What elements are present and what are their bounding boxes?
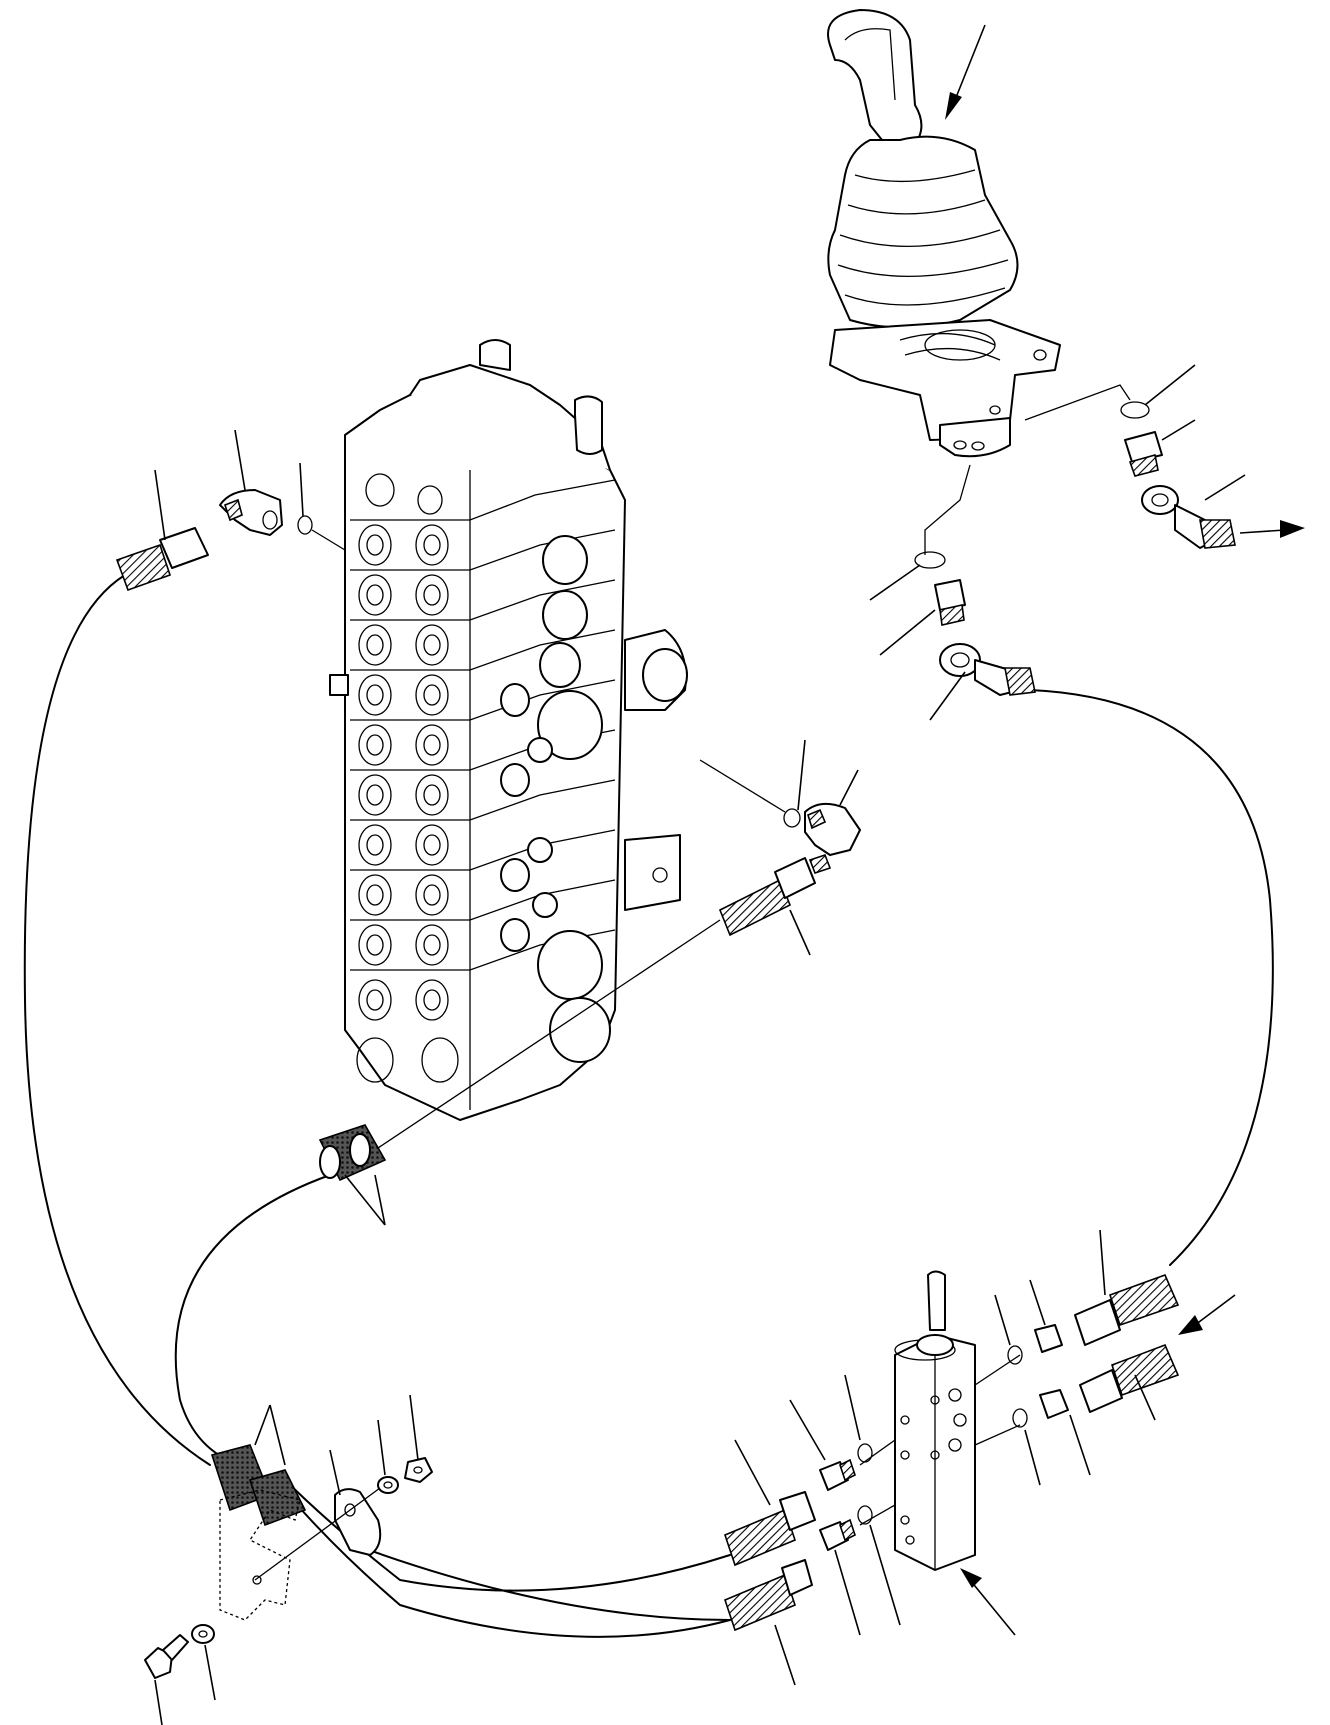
elbow-fitting-mid bbox=[804, 802, 861, 856]
joystick-port-lines bbox=[924, 384, 1131, 555]
port-line-upper bbox=[859, 1439, 896, 1466]
elbow-fitting-left bbox=[219, 489, 283, 536]
o-ring-right-upper bbox=[1007, 1345, 1023, 1365]
nipple-right-lower bbox=[1039, 1389, 1069, 1419]
nut-clamp bbox=[404, 1457, 433, 1483]
o-ring-left bbox=[297, 515, 346, 551]
joystick-lever bbox=[827, 9, 1061, 458]
leader-coupler-b bbox=[374, 1174, 386, 1226]
adapter-right-upper bbox=[1074, 1273, 1180, 1346]
hoses bbox=[23, 574, 1274, 1638]
adapter-top-right bbox=[1124, 431, 1163, 477]
selector-valve bbox=[894, 1270, 1016, 1636]
port-line-right-lower bbox=[974, 1424, 1021, 1446]
inlet-arrow bbox=[1178, 1294, 1236, 1335]
coupler-bottom-left bbox=[210, 1444, 307, 1527]
o-ring-bottom-upper bbox=[857, 1443, 873, 1463]
leader-coupler-c bbox=[254, 1404, 271, 1446]
bolt bbox=[144, 1634, 189, 1679]
washer-bolt bbox=[191, 1624, 215, 1644]
adapter-right-lower bbox=[1079, 1343, 1180, 1413]
port-line-right-upper bbox=[974, 1354, 1021, 1386]
nipple-bottom-lower bbox=[819, 1518, 856, 1551]
o-ring-joystick bbox=[914, 551, 946, 569]
o-ring-right-lower bbox=[1012, 1408, 1028, 1428]
o-ring-bottom-lower bbox=[857, 1505, 873, 1525]
elbow-joystick bbox=[939, 643, 1036, 696]
adapter-bottom-upper bbox=[724, 1491, 816, 1567]
elbow-top-right bbox=[1141, 485, 1305, 549]
bolt-axis bbox=[254, 1487, 381, 1581]
adapter-joystick bbox=[934, 579, 966, 626]
leader-coupler-a bbox=[344, 1174, 386, 1226]
control-valve bbox=[329, 339, 688, 1121]
nipple-bottom-upper bbox=[819, 1458, 856, 1491]
mounting-plate bbox=[219, 1489, 301, 1621]
adapter-mid bbox=[718, 853, 832, 937]
o-ring-top-right bbox=[1120, 401, 1150, 419]
coupler-center bbox=[318, 1124, 387, 1182]
hose-fitting-left bbox=[115, 527, 209, 592]
leader-coupler-d bbox=[269, 1404, 286, 1466]
hose-clamp bbox=[334, 1488, 382, 1556]
adapter-bottom-lower bbox=[724, 1559, 813, 1632]
o-ring-mid bbox=[699, 759, 801, 828]
washer-clamp bbox=[377, 1476, 399, 1494]
callout-leaders bbox=[154, 364, 1246, 1725]
port-line-lower bbox=[859, 1504, 896, 1526]
nipple-right-upper bbox=[1034, 1324, 1063, 1353]
